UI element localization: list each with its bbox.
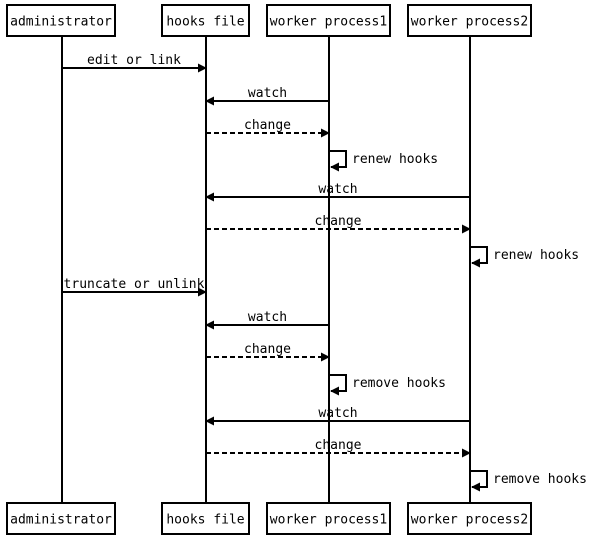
message-6: renew hooks bbox=[470, 246, 579, 268]
message-10: remove hooks bbox=[329, 374, 446, 396]
participant-box bbox=[161, 502, 250, 535]
message-2: change bbox=[206, 118, 330, 138]
message-label: watch bbox=[318, 406, 357, 421]
participant-wp2-bottom: worker process2 bbox=[407, 502, 532, 535]
message-label: watch bbox=[248, 310, 287, 325]
message-label: renew hooks bbox=[493, 248, 579, 263]
participant-box bbox=[407, 4, 532, 37]
message-label: renew hooks bbox=[352, 152, 438, 167]
message-8: watch bbox=[205, 310, 329, 330]
message-label: watch bbox=[248, 86, 287, 101]
message-13: remove hooks bbox=[470, 470, 587, 492]
message-0: edit or link bbox=[62, 53, 207, 73]
self-message-arrow bbox=[470, 470, 488, 492]
message-3: renew hooks bbox=[329, 150, 438, 172]
participant-label: worker process2 bbox=[411, 513, 528, 528]
participant-label: worker process1 bbox=[270, 15, 387, 30]
message-label: edit or link bbox=[87, 53, 181, 68]
participant-box bbox=[6, 4, 116, 37]
participant-label: worker process2 bbox=[411, 15, 528, 30]
participant-admin-bottom: administrator bbox=[6, 502, 116, 535]
participant-hooks-top: hooks file bbox=[161, 4, 250, 37]
participant-label: worker process1 bbox=[270, 513, 387, 528]
participant-box bbox=[266, 502, 391, 535]
participant-box bbox=[161, 4, 250, 37]
message-label: change bbox=[315, 438, 362, 453]
message-9: change bbox=[206, 342, 330, 362]
message-12: change bbox=[206, 438, 471, 458]
participant-wp1-bottom: worker process1 bbox=[266, 502, 391, 535]
message-5: change bbox=[206, 214, 471, 234]
message-label: change bbox=[244, 342, 291, 357]
participant-admin-top: administrator bbox=[6, 4, 116, 37]
self-message-arrow bbox=[329, 374, 347, 396]
participant-box bbox=[407, 502, 532, 535]
message-label: remove hooks bbox=[493, 472, 587, 487]
participant-label: administrator bbox=[10, 15, 112, 30]
self-message-arrow bbox=[470, 246, 488, 268]
message-1: watch bbox=[205, 86, 329, 106]
message-label: truncate or unlink bbox=[64, 277, 205, 292]
message-7: truncate or unlink bbox=[62, 277, 207, 297]
message-label: change bbox=[244, 118, 291, 133]
participant-label: hooks file bbox=[166, 15, 244, 30]
message-label: change bbox=[315, 214, 362, 229]
participant-box bbox=[266, 4, 391, 37]
message-label: watch bbox=[318, 182, 357, 197]
participant-wp1-top: worker process1 bbox=[266, 4, 391, 37]
self-message-arrow bbox=[329, 150, 347, 172]
message-label: remove hooks bbox=[352, 376, 446, 391]
participant-box bbox=[6, 502, 116, 535]
participant-label: hooks file bbox=[166, 513, 244, 528]
participant-label: administrator bbox=[10, 513, 112, 528]
message-11: watch bbox=[205, 406, 470, 426]
message-4: watch bbox=[205, 182, 470, 202]
participant-wp2-top: worker process2 bbox=[407, 4, 532, 37]
participant-hooks-bottom: hooks file bbox=[161, 502, 250, 535]
